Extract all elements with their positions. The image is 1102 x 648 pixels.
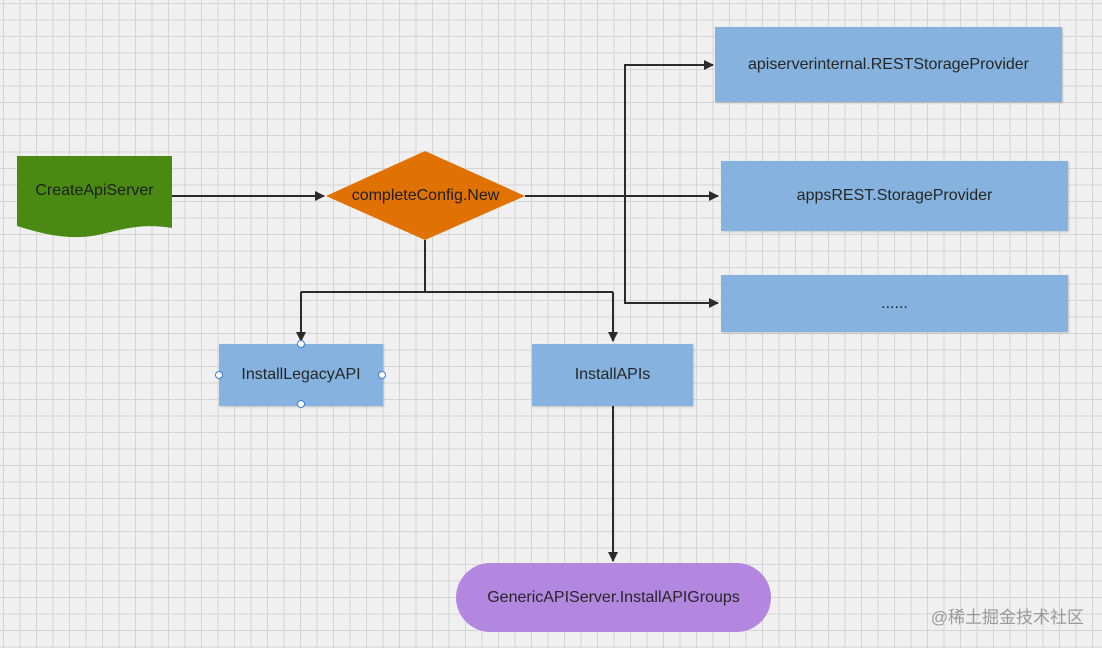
connectors bbox=[172, 60, 719, 562]
arrow-to-ellipsis-box bbox=[624, 196, 719, 308]
rest-storage-provider-box[interactable]: apiserverinternal.RESTStorageProvider bbox=[715, 27, 1062, 102]
complete-config-new-diamond[interactable] bbox=[326, 151, 525, 240]
arrow-to-rest-storage-provider bbox=[624, 60, 714, 196]
ellipsis-label: ...... bbox=[881, 294, 908, 312]
apps-rest-storage-provider-label: appsREST.StorageProvider bbox=[796, 187, 993, 204]
create-api-server-shape[interactable] bbox=[17, 156, 172, 238]
apps-rest-storage-provider-box[interactable]: appsREST.StorageProvider bbox=[721, 161, 1068, 231]
complete-config-new-label: completeConfig.New bbox=[351, 187, 500, 204]
install-apis-label: InstallAPIs bbox=[574, 366, 651, 383]
install-api-groups-label: GenericAPIServer.InstallAPIGroups bbox=[487, 588, 740, 606]
ellipsis-box[interactable]: ...... bbox=[721, 275, 1068, 332]
watermark-text: @稀土掘金技术社区 bbox=[930, 608, 1084, 627]
selection-handle-bottom[interactable] bbox=[297, 400, 305, 408]
rest-storage-provider-label: apiserverinternal.RESTStorageProvider bbox=[747, 55, 1029, 73]
selection-handle-top[interactable] bbox=[297, 340, 305, 348]
selection-handle-right[interactable] bbox=[378, 371, 386, 379]
selection-handle-left[interactable] bbox=[215, 371, 223, 379]
create-api-server-label: CreateApiServer bbox=[35, 182, 154, 199]
install-legacy-api-box[interactable]: InstallLegacyAPI bbox=[219, 344, 383, 406]
install-legacy-api-label: InstallLegacyAPI bbox=[241, 366, 361, 383]
install-api-groups-terminator[interactable]: GenericAPIServer.InstallAPIGroups bbox=[456, 563, 771, 632]
install-apis-box[interactable]: InstallAPIs bbox=[532, 344, 693, 406]
